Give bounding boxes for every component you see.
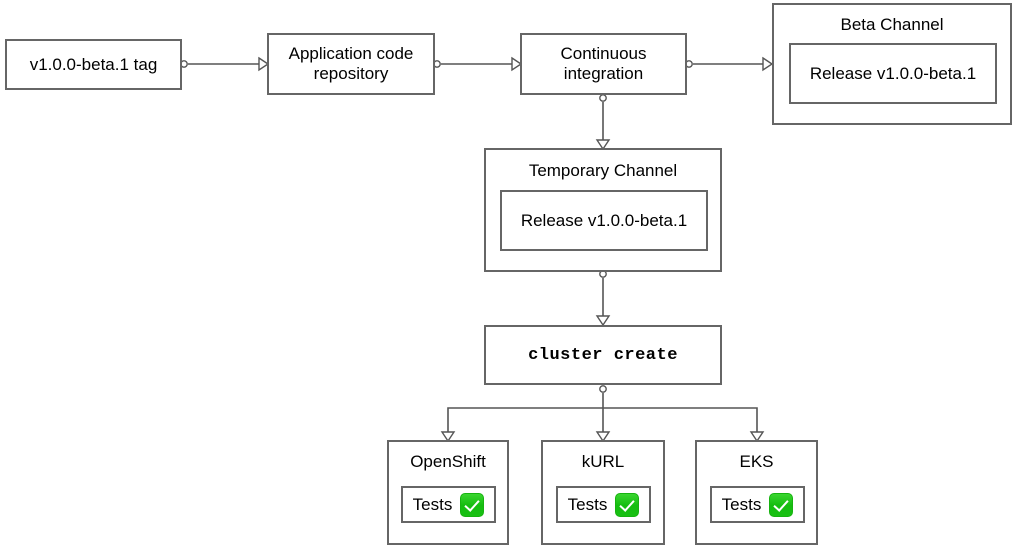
node-eks[interactable]: EKS Tests xyxy=(695,440,818,545)
node-eks-tests[interactable]: Tests xyxy=(710,486,805,523)
node-kurl-tests[interactable]: Tests xyxy=(556,486,651,523)
node-temporary-channel[interactable]: Temporary Channel Release v1.0.0-beta.1 xyxy=(484,148,722,272)
node-beta-channel-release-label: Release v1.0.0-beta.1 xyxy=(809,63,977,83)
node-beta-channel-release[interactable]: Release v1.0.0-beta.1 xyxy=(789,43,997,104)
edge-repo-to-ci xyxy=(433,56,523,72)
green-check-icon xyxy=(769,492,794,517)
node-temporary-channel-release[interactable]: Release v1.0.0-beta.1 xyxy=(500,190,708,251)
node-application-code-repository-label: Application code repository xyxy=(288,44,414,83)
edge-tag-to-repo xyxy=(180,56,270,72)
node-openshift-title: OpenShift xyxy=(410,452,486,471)
edge-temporary-channel-to-cluster-create xyxy=(595,270,611,327)
node-kurl-tests-row: Tests xyxy=(558,488,649,521)
node-application-code-repository[interactable]: Application code repository xyxy=(267,33,435,95)
node-openshift[interactable]: OpenShift Tests xyxy=(387,440,509,545)
node-temporary-channel-release-label: Release v1.0.0-beta.1 xyxy=(520,210,688,230)
node-eks-title: EKS xyxy=(739,452,774,471)
node-kurl-title: kURL xyxy=(581,452,625,471)
node-continuous-integration[interactable]: Continuous integration xyxy=(520,33,687,95)
node-version-tag-label: v1.0.0-beta.1 tag xyxy=(29,54,158,74)
node-version-tag[interactable]: v1.0.0-beta.1 tag xyxy=(5,39,182,90)
node-kurl[interactable]: kURL Tests xyxy=(541,440,665,545)
edge-ci-to-beta-channel xyxy=(685,56,774,72)
node-openshift-tests-label: Tests xyxy=(412,494,453,514)
node-eks-tests-row: Tests xyxy=(712,488,803,521)
node-beta-channel-title: Beta Channel xyxy=(840,15,944,34)
node-openshift-tests[interactable]: Tests xyxy=(401,486,496,523)
node-cluster-create-label: cluster create xyxy=(528,345,678,365)
green-check-icon xyxy=(615,492,640,517)
node-kurl-tests-label: Tests xyxy=(567,494,608,514)
node-eks-tests-label: Tests xyxy=(721,494,762,514)
node-beta-channel[interactable]: Beta Channel Release v1.0.0-beta.1 xyxy=(772,3,1012,125)
node-continuous-integration-label: Continuous integration xyxy=(560,44,647,83)
edge-ci-to-temporary-channel xyxy=(595,94,611,151)
node-temporary-channel-title: Temporary Channel xyxy=(528,161,678,180)
node-openshift-tests-row: Tests xyxy=(403,488,494,521)
edge-cluster-create-to-platforms xyxy=(440,385,765,443)
green-check-icon xyxy=(460,492,485,517)
node-cluster-create[interactable]: cluster create xyxy=(484,325,722,385)
